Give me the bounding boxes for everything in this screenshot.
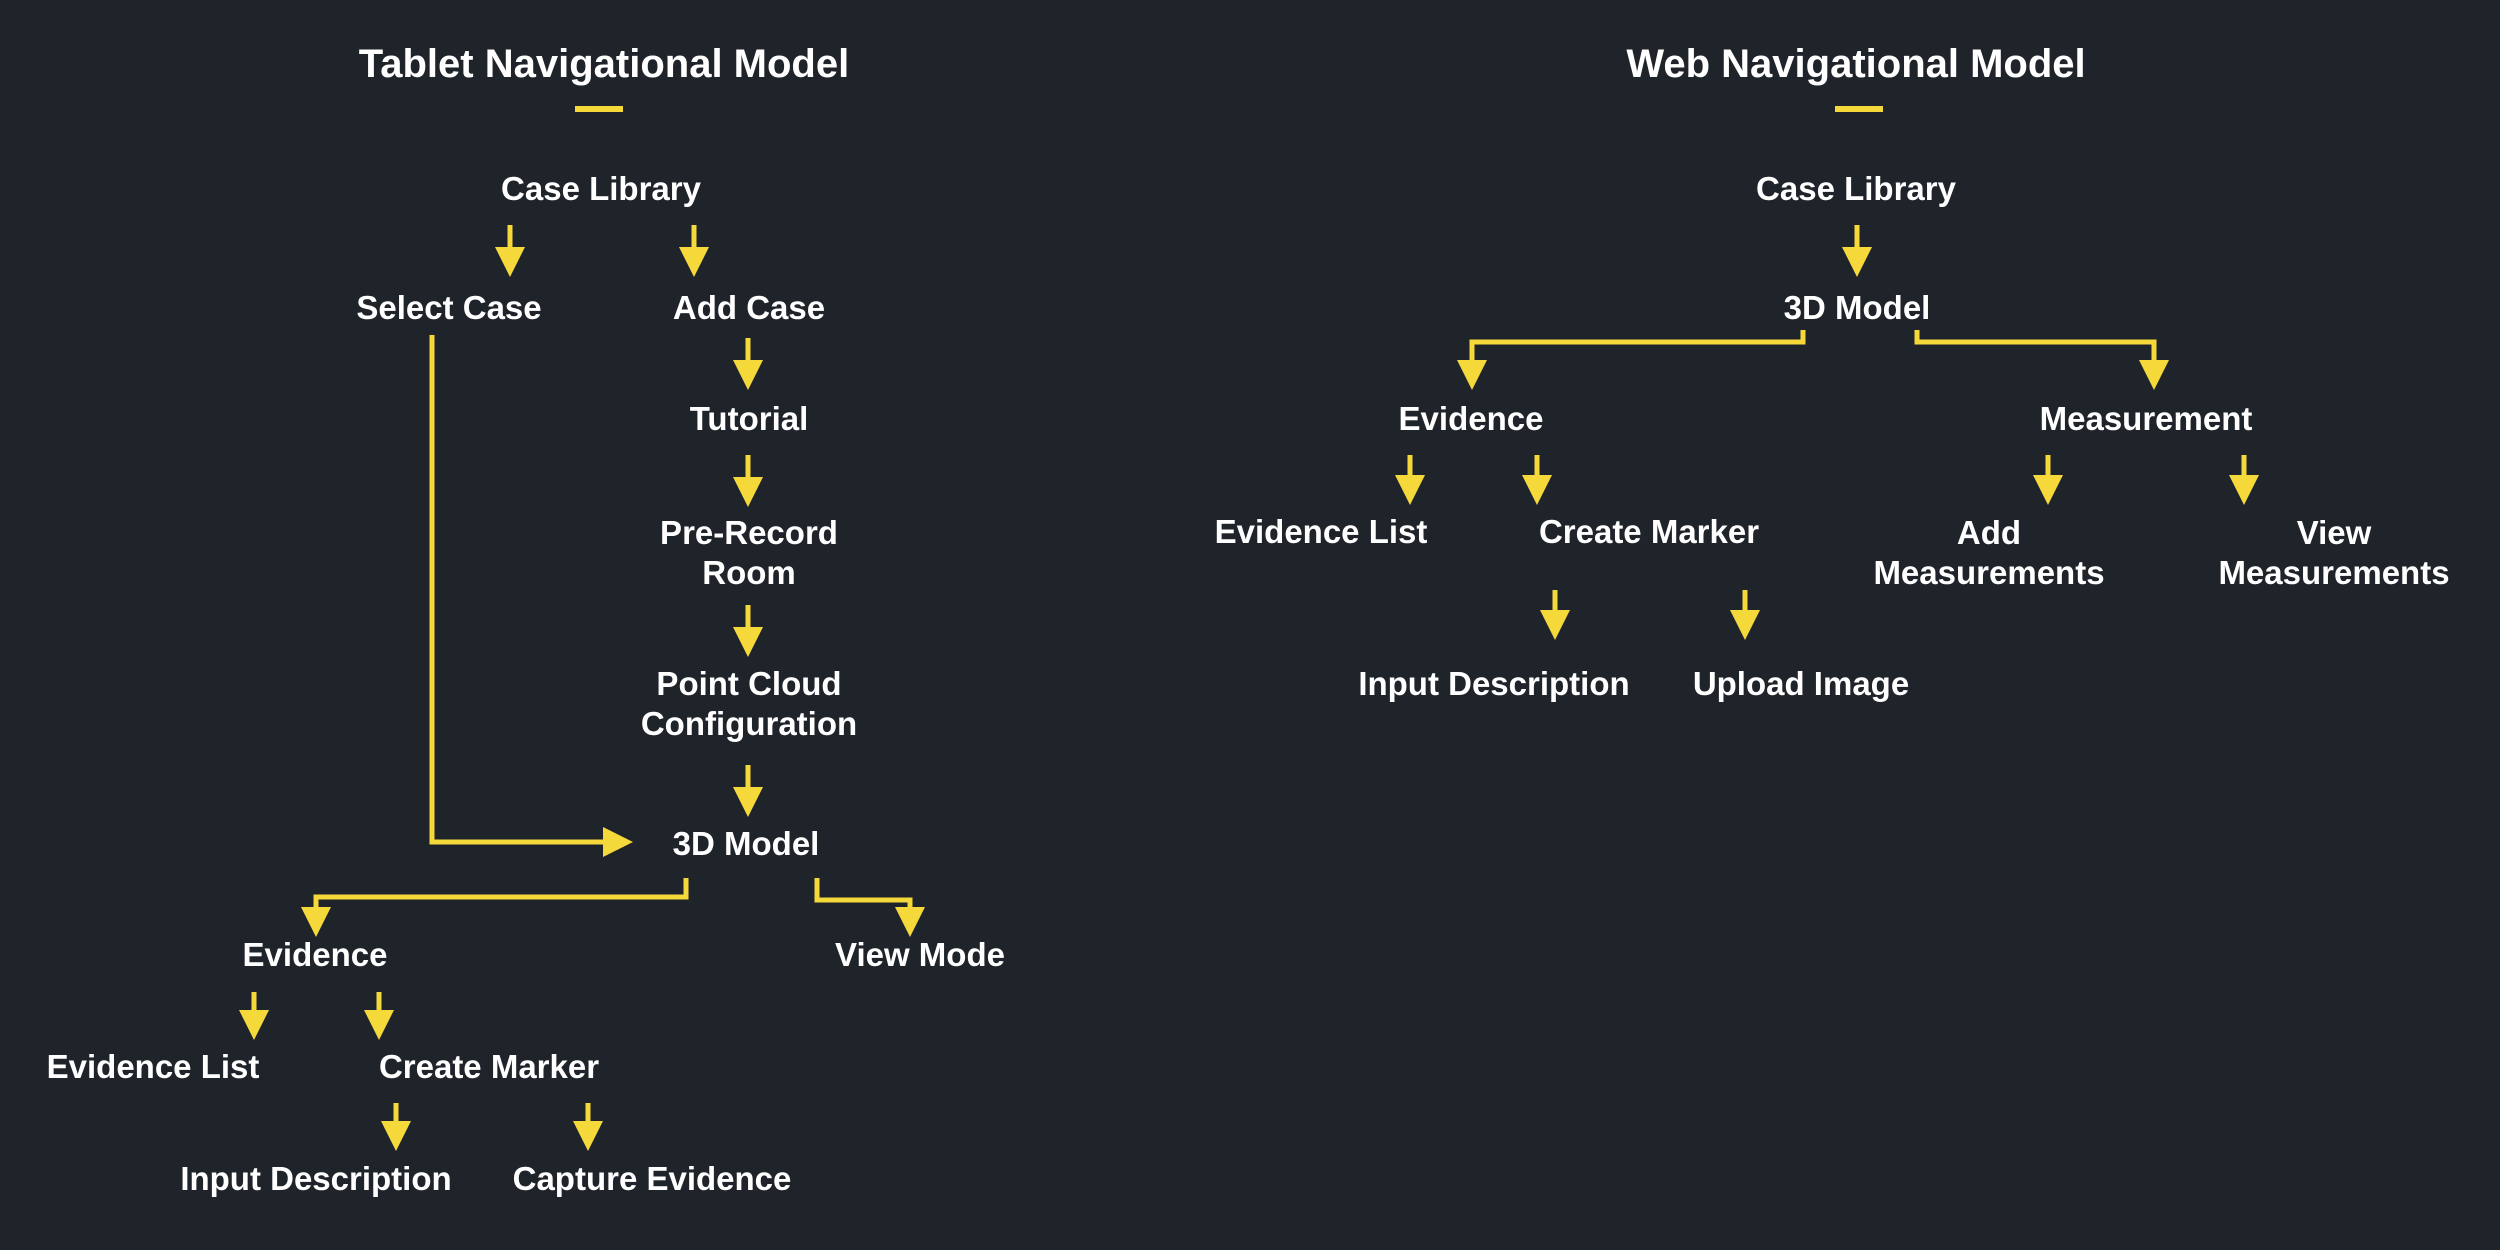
tablet-node-view-mode: View Mode: [835, 936, 1005, 973]
web-node-view-measurements: View Measurements: [2218, 514, 2450, 591]
tablet-node-case-library: Case Library: [501, 170, 701, 207]
tablet-node-select-case: Select Case: [356, 289, 542, 326]
tablet-node-capture-evidence: Capture Evidence: [512, 1160, 792, 1197]
tablet-node-3d-model: 3D Model: [672, 825, 820, 862]
web-model-title: Web Navigational Model: [1626, 42, 2086, 86]
tablet-model-title: Tablet Navigational Model: [358, 42, 850, 86]
web-title-underline: [1835, 106, 1883, 112]
tablet-node-evidence: Evidence: [242, 936, 388, 973]
tablet-node-pre-record-room: Pre-Record Room: [660, 514, 838, 591]
web-node-upload-image: Upload Image: [1692, 665, 1910, 702]
tablet-node-evidence-list: Evidence List: [46, 1048, 260, 1085]
web-node-measurement: Measurement: [2039, 400, 2253, 437]
web-node-evidence: Evidence: [1398, 400, 1544, 437]
web-node-3d-model: 3D Model: [1783, 289, 1931, 326]
web-node-create-marker: Create Marker: [1538, 513, 1760, 550]
arrow-web-3d-model-to-evidence: [1457, 330, 1806, 390]
tablet-node-create-marker: Create Marker: [378, 1048, 600, 1085]
tablet-node-input-description: Input Description: [180, 1160, 452, 1197]
arrow-3d-model-to-evidence: [301, 878, 689, 937]
web-node-add-measurements: Add Measurements: [1873, 514, 2105, 591]
arrow-3d-model-to-view-mode: [814, 878, 925, 937]
arrow-web-3d-model-to-measurement: [1914, 330, 2169, 390]
tablet-node-tutorial: Tutorial: [689, 400, 809, 437]
arrow-select-case-to-3d-model: [429, 335, 633, 857]
tablet-node-add-case: Add Case: [672, 289, 826, 326]
tablet-title-underline: [575, 106, 623, 112]
tablet-node-point-cloud-configuration: Point Cloud Configuration: [640, 665, 858, 742]
web-node-evidence-list: Evidence List: [1214, 513, 1428, 550]
web-node-input-description: Input Description: [1358, 665, 1630, 702]
web-node-case-library: Case Library: [1756, 170, 1956, 207]
